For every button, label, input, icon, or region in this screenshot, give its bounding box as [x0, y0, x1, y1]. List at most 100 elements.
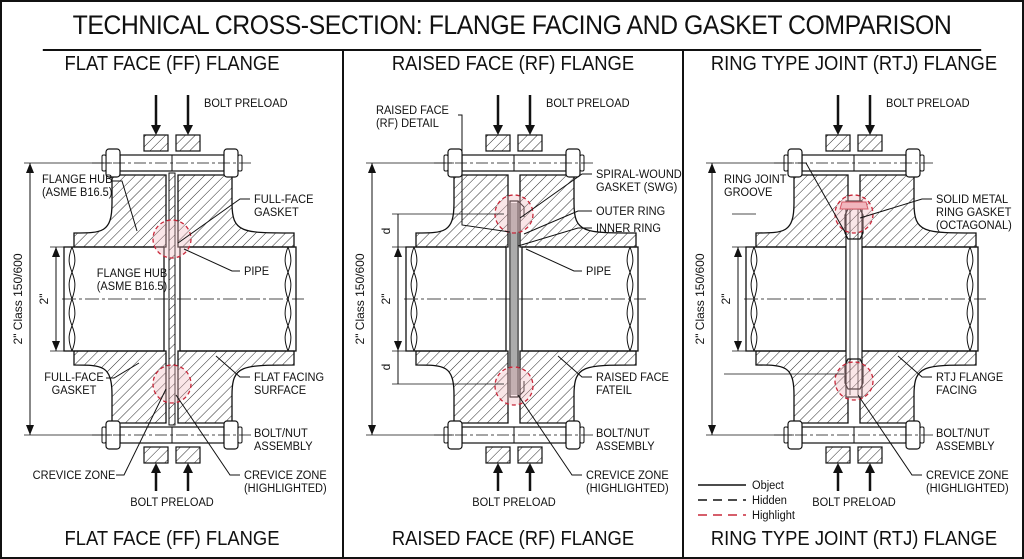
callout-left-top: RAISED FACE(RF) DETAIL: [376, 105, 449, 130]
callout-outer-ring: OUTER RING: [596, 206, 665, 218]
flange-rim-left-top: [485, 134, 511, 152]
flange-hub-top-left: [73, 174, 167, 248]
callout-crevice-right: CREVICE ZONE(HIGHLIGHTED): [926, 470, 1009, 495]
callout-pipe: PIPE: [244, 266, 269, 278]
groove-highlight: [839, 201, 869, 210]
dim-arrow-top: [708, 163, 716, 173]
crevice-highlight-top: [834, 194, 874, 234]
leader-left-top: [458, 114, 511, 233]
dim-arrow-bottom: [708, 425, 716, 435]
bolt-preload-label-bottom: BOLT PRELOAD: [472, 497, 556, 509]
bore-arrow-top: [734, 247, 742, 257]
callout-left-top: FLANGE HUB(ASME B16.5): [42, 174, 113, 199]
panel-title: RING TYPE JOINT (RTJ) FLANGE: [710, 53, 998, 75]
bore-dimension-label: 2": [37, 294, 51, 305]
legend-label-highlight: Highlight: [752, 510, 796, 522]
flange-rim-left-bottom: [485, 446, 511, 464]
bore-dimension-label: 2": [379, 294, 393, 305]
leader-crevice-right: [857, 394, 922, 476]
legend-label-object: Object: [752, 480, 785, 492]
flange-hub-bottom-left: [415, 350, 509, 424]
bolt-preload-label-top: BOLT PRELOAD: [886, 98, 970, 110]
preload-arrow-bottom-right-head: [183, 463, 193, 473]
full-face-gasket: [168, 172, 176, 426]
preload-arrow-top-right-head: [865, 125, 875, 135]
dim-arrow-top: [368, 163, 376, 173]
flange-rim-right-top: [517, 134, 543, 152]
bore-dimension-label: 2": [719, 294, 733, 305]
flange-hub-bottom-right: [519, 350, 637, 424]
raised-dim-label-bottom: d: [379, 364, 393, 371]
flange-hub-bottom-right: [859, 350, 977, 424]
flange-hub-bottom-left: [73, 350, 167, 424]
panel-title: RAISED FACE (RF) FLANGE: [391, 53, 635, 75]
preload-arrow-top-left-head: [151, 125, 161, 135]
callout-flange-hub: FLANGE HUB(ASME B16.5): [97, 268, 168, 293]
panel-raised-face: RAISED FACE (RF) FLANGE BOLT PRELOAD BOLT…: [344, 51, 684, 559]
callout-inner-ring: INNER RING: [596, 223, 661, 235]
flange-rim-left-top: [143, 134, 169, 152]
callout-pipe: PIPE: [586, 266, 611, 278]
leader-right-top: [859, 198, 932, 219]
preload-arrow-top-left-head: [493, 125, 503, 135]
leader-pipe: [183, 248, 240, 272]
bolt-preload-label-bottom: BOLT PRELOAD: [130, 497, 214, 509]
preload-arrow-bottom-right-head: [525, 463, 535, 473]
flange-rim-left-top: [825, 134, 851, 152]
crevice-highlight-top: [152, 219, 192, 259]
leader-crevice-right: [517, 394, 582, 476]
leader-right-bottom: [215, 355, 250, 378]
flange-rim-right-top: [175, 134, 201, 152]
bolt-preload-label-bottom: BOLT PRELOAD: [812, 497, 896, 509]
leader-right-top: [519, 173, 592, 219]
callout-crevice-left: CREVICE ZONE: [33, 470, 116, 482]
page-title: TECHNICAL CROSS-SECTION: FLANGE FACING A…: [42, 2, 982, 51]
flange-hub-top-right: [519, 174, 637, 248]
preload-arrow-bottom-right-head: [865, 463, 875, 473]
flange-hub-bottom-right: [177, 350, 295, 424]
rtj-cross-section: BOLT PRELOAD BOLT PRELOAD 2" Class 150/600…: [693, 95, 1012, 522]
leader-left-bottom: [106, 362, 140, 379]
leader-left-top: [112, 180, 138, 232]
overall-dimension-label: 2" Class 150/600: [693, 253, 707, 344]
leader-right-top: [177, 198, 250, 244]
panel-footer: FLAT FACE (FF) FLANGE: [64, 528, 280, 550]
leader-outer-ring: [523, 210, 592, 235]
flange-rim-right-bottom: [857, 446, 883, 464]
callout-crevice-right: CREVICE ZONE(HIGHLIGHTED): [244, 470, 327, 495]
flange-hub-top-right: [859, 174, 977, 248]
leader-right-bottom: [897, 355, 932, 378]
bore-arrow-top: [52, 247, 60, 257]
leader-left-top: [798, 162, 847, 235]
overall-dimension-label: 2" Class 150/600: [353, 253, 367, 344]
preload-arrow-bottom-left-head: [493, 463, 503, 473]
leader-crevice-left: [116, 388, 167, 476]
leader-pipe: [525, 248, 582, 272]
crevice-highlight-bottom: [834, 361, 874, 401]
dim-arrow-bottom: [26, 425, 34, 435]
preload-arrow-bottom-left-head: [833, 463, 843, 473]
leader-right-bottom: [557, 355, 592, 378]
raised-dim-label-top: d: [379, 228, 393, 235]
bolt-preload-label-top: BOLT PRELOAD: [546, 98, 630, 110]
bore-arrow-bottom: [394, 341, 402, 351]
flange-rim-right-bottom: [517, 446, 543, 464]
preload-arrow-bottom-left-head: [151, 463, 161, 473]
crevice-highlight-bottom: [494, 366, 534, 406]
octagonal-ring-gasket-top: [844, 208, 864, 240]
leader-crevice-right: [175, 394, 240, 476]
flange-rim-left-bottom: [825, 446, 851, 464]
flange-hub-top-right: [177, 174, 295, 248]
preload-arrow-top-right-head: [183, 125, 193, 135]
